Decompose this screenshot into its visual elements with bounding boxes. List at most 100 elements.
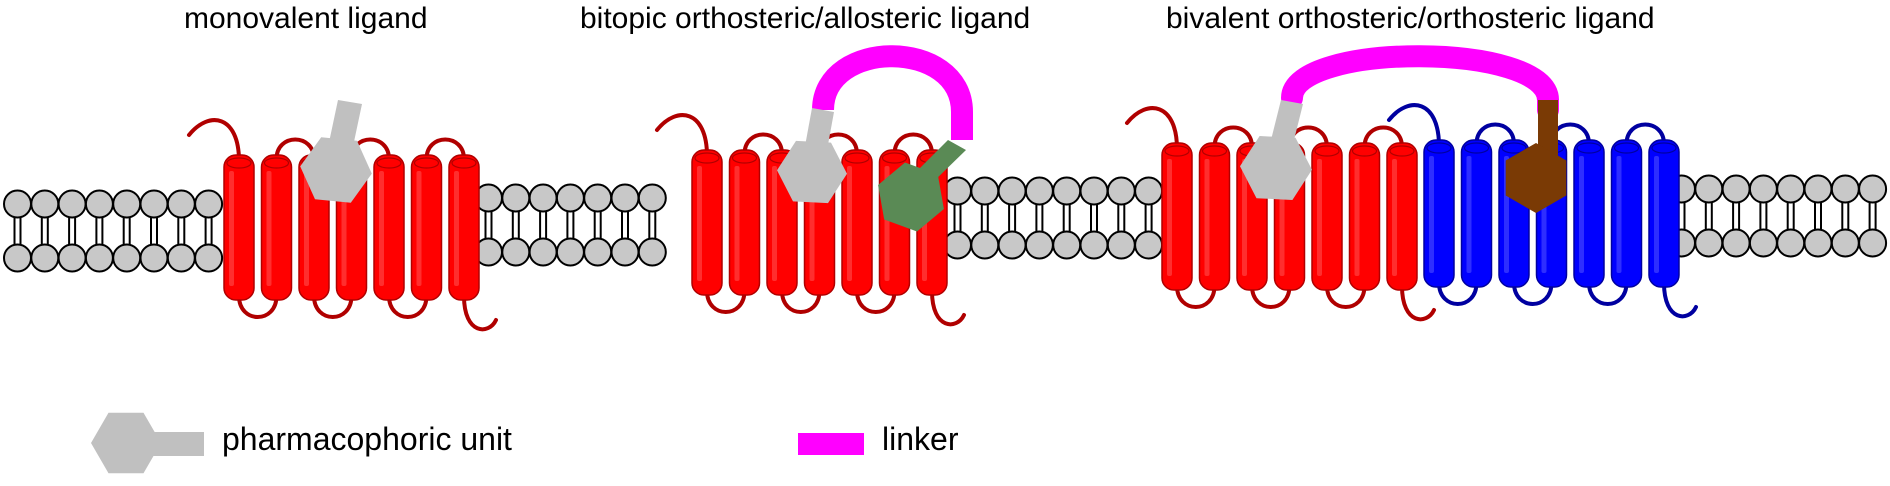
helix-cap xyxy=(694,152,720,164)
bivalent-linker xyxy=(1281,45,1559,121)
lipid-head xyxy=(1858,174,1888,204)
helix-highlight xyxy=(1167,159,1172,276)
lipid-head xyxy=(1052,176,1082,206)
helix-cap xyxy=(263,157,290,169)
helix-highlight xyxy=(229,171,234,286)
helix-highlight xyxy=(697,166,702,281)
panel-title-bitopic: bitopic orthosteric/allosteric ligand xyxy=(580,2,1031,35)
helix-highlight xyxy=(1242,159,1247,276)
helix-cap xyxy=(1314,145,1340,157)
lipid-head xyxy=(84,189,114,219)
helix-cap xyxy=(844,152,870,164)
intracellular-loop xyxy=(1325,285,1367,309)
n-terminus xyxy=(1387,103,1441,148)
c-terminus xyxy=(1662,281,1698,319)
transmembrane-helix xyxy=(1573,139,1605,288)
lipid-head xyxy=(57,243,87,273)
lipid-head xyxy=(1748,228,1778,258)
receptor-layer xyxy=(187,103,1698,332)
ligand-layer xyxy=(300,45,1567,232)
helix-highlight xyxy=(1579,156,1584,273)
c-terminus xyxy=(1400,284,1436,322)
lipid-head xyxy=(1803,228,1833,258)
membrane-layer xyxy=(3,174,1888,273)
lipid-head xyxy=(166,189,196,219)
lipid-head xyxy=(1079,176,1109,206)
legend-label-linker: linker xyxy=(882,421,959,457)
lipid-head xyxy=(610,237,640,267)
transmembrane-helix xyxy=(1161,142,1193,291)
helix-cap xyxy=(226,157,252,169)
pharmacophore-head xyxy=(777,140,847,204)
transmembrane-helix xyxy=(1311,142,1343,291)
lipid-head xyxy=(1079,230,1109,260)
helix-highlight xyxy=(379,171,384,286)
lipid-head xyxy=(3,243,32,273)
helix-highlight xyxy=(1654,156,1659,273)
transmembrane-helix xyxy=(448,154,480,301)
helix-cap xyxy=(1351,145,1378,157)
intracellular-loop xyxy=(1250,285,1292,309)
helix-highlight xyxy=(734,166,740,281)
membrane-segment xyxy=(943,176,1164,260)
legend-linker-swatch xyxy=(798,433,864,455)
lipid-head xyxy=(1024,230,1054,260)
lipid-head xyxy=(84,243,114,273)
helix-highlight xyxy=(1429,156,1434,273)
lipid-head xyxy=(1134,176,1164,206)
bitopic-linker xyxy=(812,45,973,140)
bitopic-allosteric-unit xyxy=(878,140,966,232)
lipid-head xyxy=(583,183,613,213)
lipid-head xyxy=(30,243,60,273)
panel-title-bivalent: bivalent orthosteric/orthosteric ligand xyxy=(1166,2,1655,35)
helix-highlight xyxy=(847,166,852,281)
lipid-head xyxy=(3,189,32,219)
helix-highlight xyxy=(1354,159,1360,276)
monovalent-pharmacophoric-unit xyxy=(300,100,372,203)
lipid-head xyxy=(555,183,585,213)
n-terminus xyxy=(1125,106,1179,151)
intracellular-loop xyxy=(705,290,747,314)
intracellular-loop xyxy=(1587,282,1629,306)
extracellular-loop xyxy=(1624,122,1666,145)
intracellular-loop xyxy=(1175,285,1217,309)
extracellular-loop xyxy=(1212,125,1254,148)
extracellular-loop xyxy=(424,137,466,160)
lipid-head xyxy=(1776,174,1806,204)
transmembrane-helix xyxy=(410,154,443,301)
lipid-head xyxy=(1721,174,1751,204)
helix-highlight xyxy=(1317,159,1322,276)
lipid-head xyxy=(555,237,585,267)
extracellular-loop xyxy=(892,132,934,155)
helix-cap xyxy=(731,152,758,164)
bivalent-orthosteric-unit-b xyxy=(1505,100,1567,213)
lipid-head xyxy=(1024,176,1054,206)
lipid-head xyxy=(112,189,142,219)
pharmacophore-head xyxy=(1240,136,1312,200)
unit-b-head xyxy=(1505,143,1567,213)
intracellular-loop xyxy=(387,295,429,319)
helix-highlight xyxy=(304,171,309,286)
lipid-head xyxy=(943,230,972,260)
helix-highlight xyxy=(772,166,777,281)
lipid-head xyxy=(30,189,60,219)
lipid-head xyxy=(166,243,196,273)
lipid-head xyxy=(1721,228,1751,258)
n-terminus xyxy=(655,113,709,158)
transmembrane-helix xyxy=(1348,142,1381,291)
helix-cap xyxy=(413,157,440,169)
lipid-head xyxy=(1748,174,1778,204)
lipid-head xyxy=(1134,230,1164,260)
lipid-head xyxy=(997,176,1027,206)
lipid-head xyxy=(528,237,558,267)
lipid-head xyxy=(637,237,667,267)
intracellular-loop xyxy=(1437,282,1479,306)
helix-cap xyxy=(1651,142,1677,154)
extracellular-loop xyxy=(1474,122,1516,145)
transmembrane-helix xyxy=(1386,142,1418,291)
intracellular-loop xyxy=(312,295,354,319)
lipid-head xyxy=(610,183,640,213)
membrane-segment xyxy=(474,183,667,267)
transmembrane-helix xyxy=(1198,142,1231,291)
